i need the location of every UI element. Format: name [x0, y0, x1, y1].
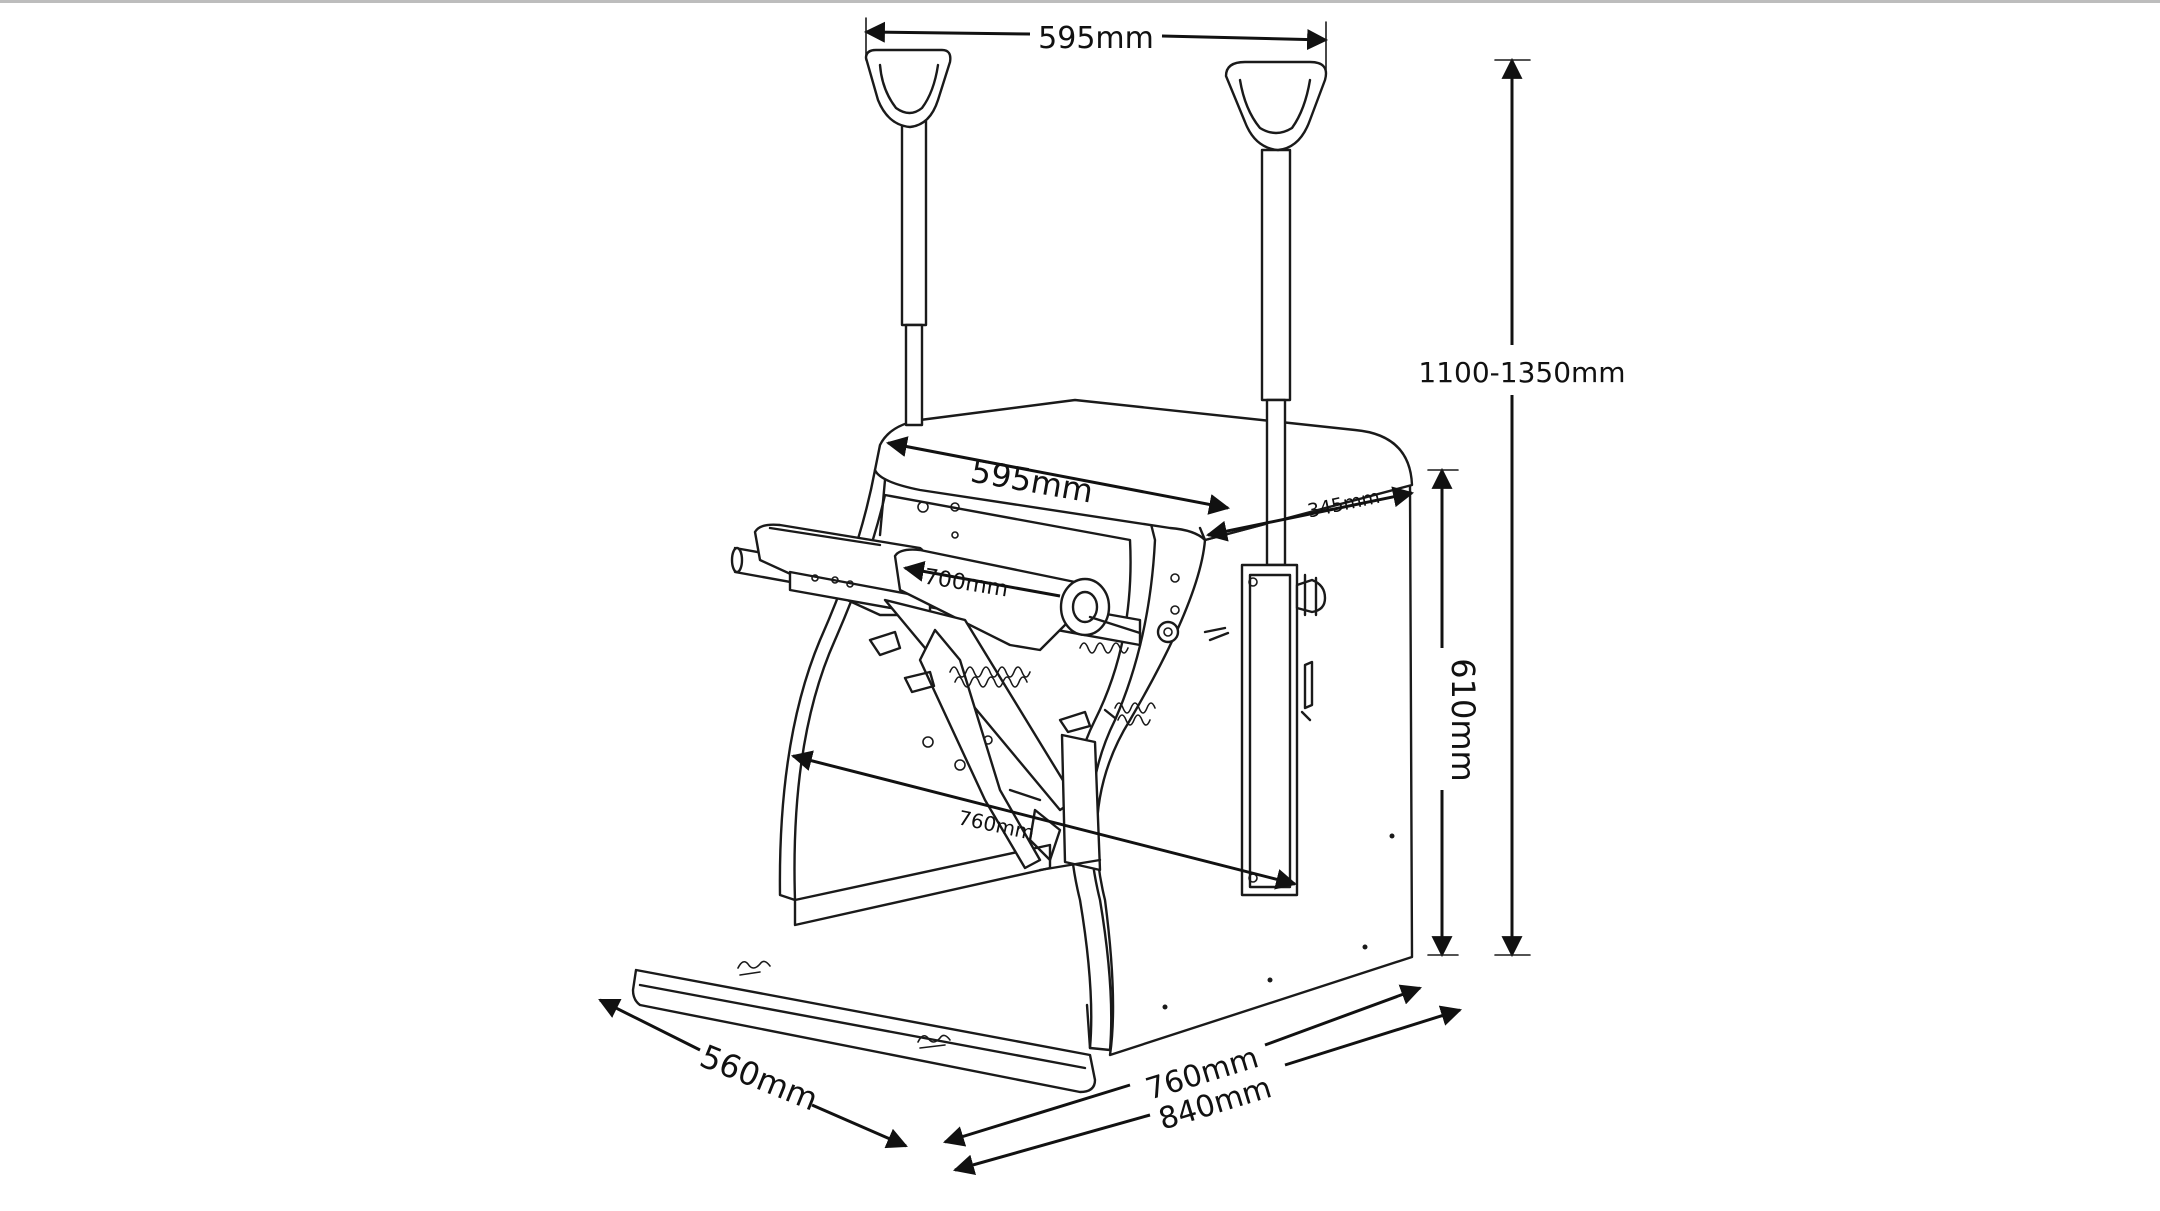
label-handle-width: 595mm — [1038, 21, 1154, 56]
foot-bar — [793, 843, 1052, 927]
label-overall-height: 1100-1350mm — [1418, 356, 1625, 389]
base-plate — [631, 968, 1097, 1094]
label-base-depth: 560mm — [695, 1037, 824, 1118]
handle-post-left — [864, 48, 952, 427]
handle-post-right — [1224, 60, 1328, 567]
top-border — [0, 0, 2160, 3]
base-clamps — [737, 960, 951, 1049]
label-seat-height: 610mm — [1444, 658, 1482, 781]
springs — [868, 630, 1156, 734]
dimension-lines — [598, 17, 1531, 1175]
chair-illustration — [631, 48, 1414, 1094]
